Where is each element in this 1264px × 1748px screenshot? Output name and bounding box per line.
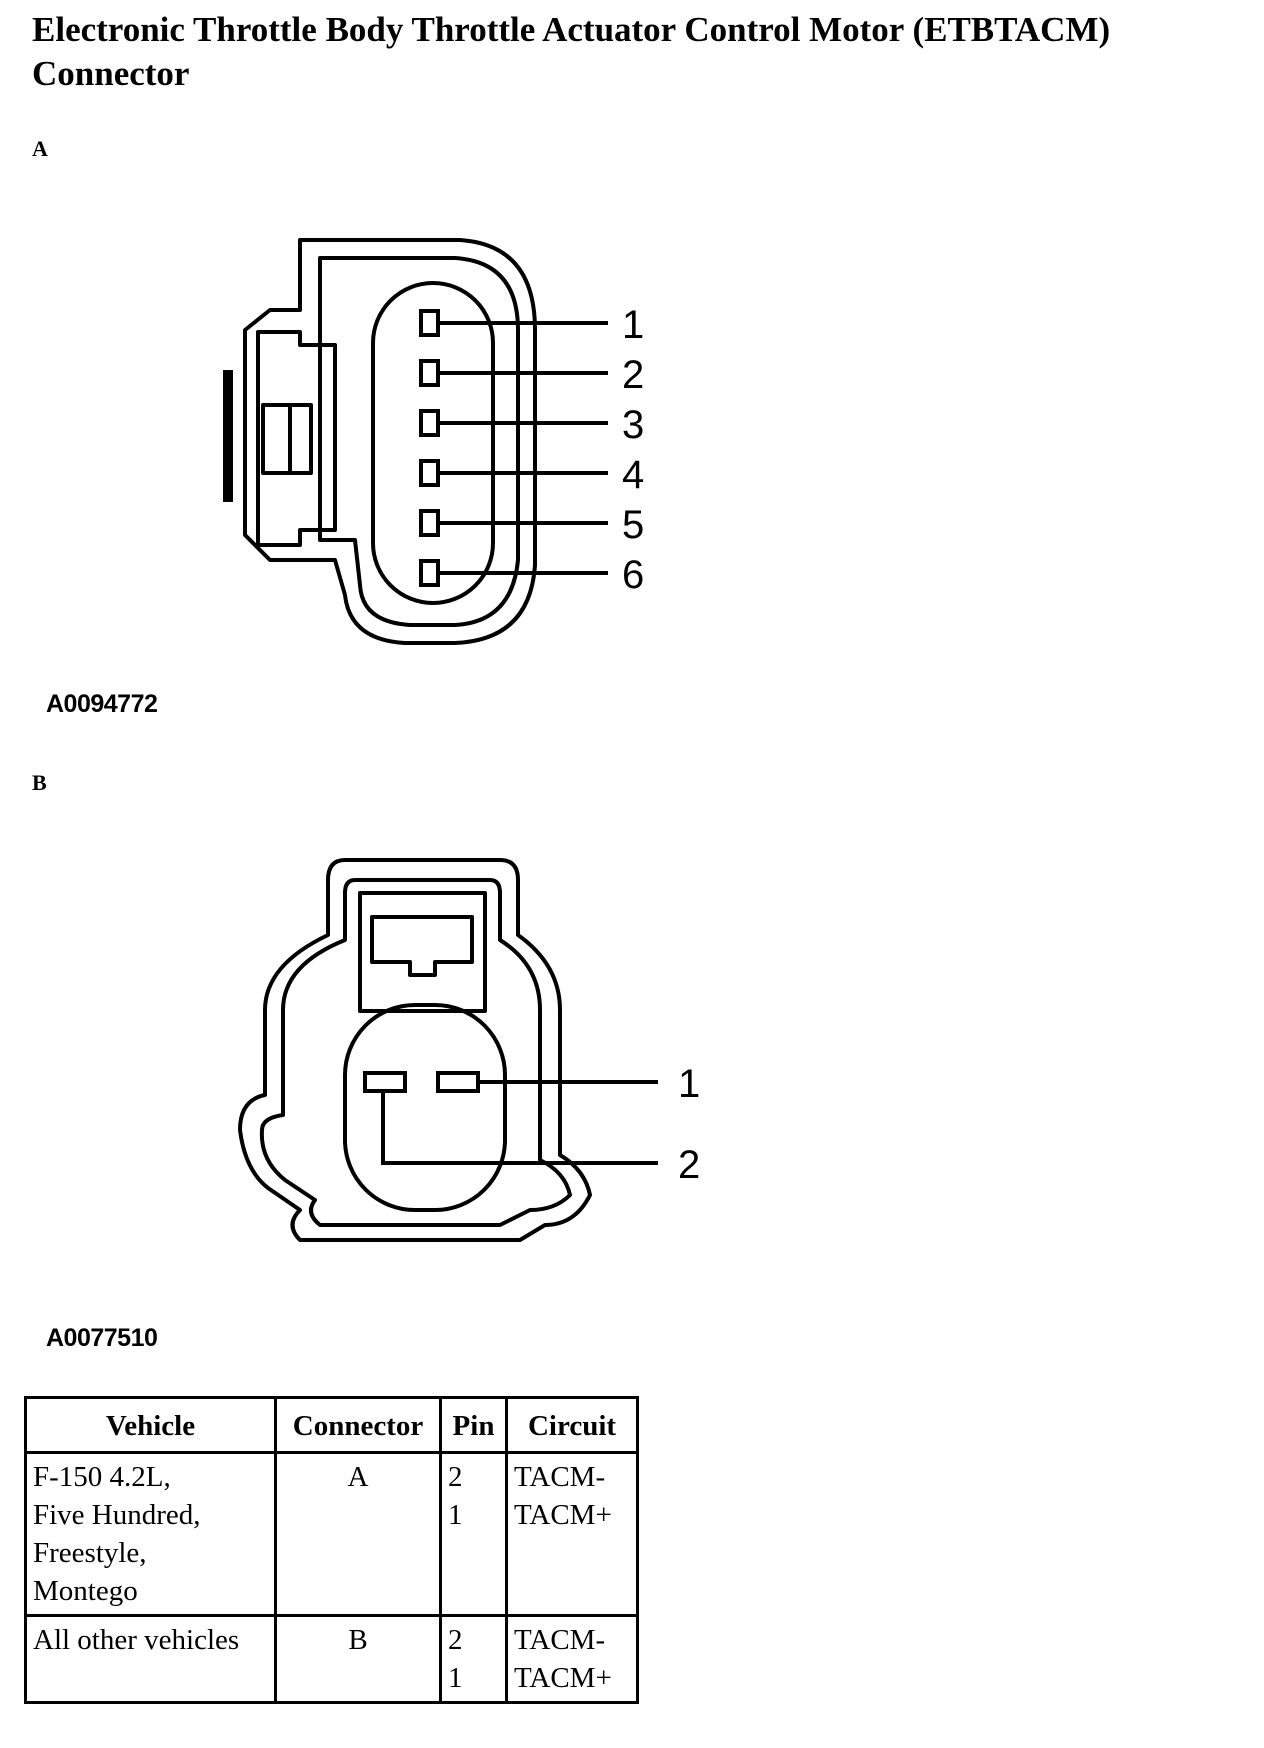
cell-pin: 2 1 — [439, 1614, 508, 1704]
pin-number: 5 — [622, 503, 644, 547]
pin-terminal — [419, 359, 440, 387]
cell-connector: A — [274, 1451, 442, 1617]
figure-a-label: A — [32, 136, 48, 161]
pin-terminal — [363, 1071, 407, 1093]
connector-b-pin-cavity — [343, 1003, 507, 1212]
pin-terminal — [419, 309, 440, 337]
header-circuit: Circuit — [505, 1396, 639, 1454]
connector-a-outer-shell — [243, 238, 537, 645]
pin-number: 6 — [622, 553, 644, 597]
cell-vehicle: F-150 4.2L, Five Hundred, Freestyle, Mon… — [24, 1451, 277, 1617]
connector-a-latch — [256, 330, 337, 547]
figure-b-label: B — [32, 770, 47, 795]
connector-a-diagram: 1 2 3 4 5 6 — [223, 238, 644, 645]
table-row: F-150 4.2L, Five Hundred, Freestyle, Mon… — [24, 1451, 639, 1617]
connector-a-inner-shell — [318, 256, 520, 627]
figure-b-id: A0077510 — [46, 1324, 158, 1352]
connector-b-outer-shell — [238, 858, 592, 1242]
header-connector: Connector — [274, 1396, 442, 1454]
pin-number: 2 — [622, 353, 644, 397]
pin-terminal — [419, 459, 440, 487]
connector-b-latch — [358, 891, 487, 1013]
page-title: Electronic Throttle Body Throttle Actuat… — [32, 10, 1111, 93]
pin-number: 4 — [622, 453, 644, 497]
cell-circuit: TACM- TACM+ — [505, 1614, 639, 1704]
pin-terminal — [419, 409, 440, 437]
pin-number: 1 — [678, 1062, 700, 1106]
connector-a-latch-slot — [261, 403, 313, 475]
pin-terminal — [436, 1071, 480, 1093]
table-row: All other vehicles B 2 1 TACM- TACM+ — [24, 1614, 639, 1704]
pin-number: 2 — [678, 1143, 700, 1187]
pin-terminal — [419, 509, 440, 537]
cell-vehicle: All other vehicles — [24, 1614, 277, 1704]
figure-a-id: A0094772 — [46, 690, 158, 718]
header-pin: Pin — [439, 1396, 508, 1454]
pin-terminal — [419, 559, 440, 587]
pin-table: Vehicle Connector Pin Circuit F-150 4.2L… — [24, 1396, 639, 1704]
cell-pin: 2 1 — [439, 1451, 508, 1617]
connector-b-diagram: 12 — [238, 858, 700, 1242]
cell-circuit: TACM- TACM+ — [505, 1451, 639, 1617]
connector-b-inner-shell — [259, 878, 572, 1227]
pin-number: 1 — [622, 303, 644, 347]
pin-number: 3 — [622, 403, 644, 447]
connector-a-lock-bar — [223, 370, 233, 502]
connector-a-pin-cavity — [371, 281, 495, 605]
header-vehicle: Vehicle — [24, 1396, 277, 1454]
cell-connector: B — [274, 1614, 442, 1704]
pin-leader-line — [381, 1091, 658, 1165]
table-header-row: Vehicle Connector Pin Circuit — [24, 1396, 639, 1454]
